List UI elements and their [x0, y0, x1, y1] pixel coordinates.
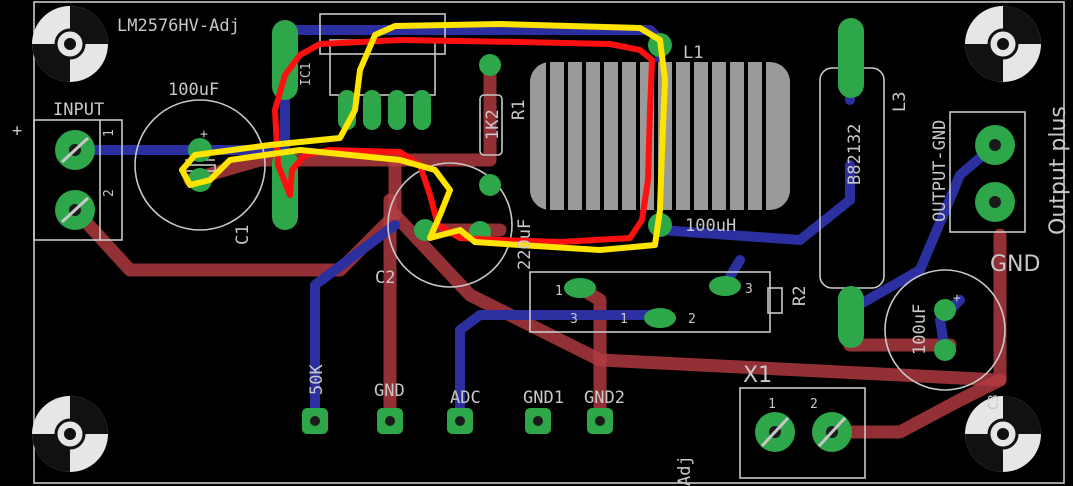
r2-ref-label: R2 [790, 286, 810, 306]
gnd-right-label: GND [990, 252, 1040, 277]
c1-ref-label: C1 [233, 225, 253, 245]
l3-value-label: B82132 [845, 124, 865, 185]
input-pin-2-label: 2 [102, 189, 117, 197]
input-plus-sign: + [12, 121, 22, 141]
mounting-hole-bottom-left [32, 396, 108, 472]
c1-value-label: 100uF [168, 80, 219, 100]
r2-pin-1-label: 1 [555, 284, 563, 299]
output-gnd-label: OUTPUT-GND [930, 120, 950, 222]
mounting-hole-top-left [32, 6, 108, 82]
x1-pin-2-label: 2 [810, 397, 818, 412]
c2-value-label: 220uF [515, 219, 535, 270]
bottom-fragment-label: Adj [675, 455, 695, 486]
r1-value-label: 1K2 [483, 109, 503, 140]
pads [55, 18, 1015, 452]
r2-wiper-1-label: 1 [620, 312, 628, 327]
r2-wiper-3-label: 3 [570, 312, 578, 327]
pin-label-gnd: GND [374, 381, 405, 401]
annotation-red-loop [272, 37, 655, 245]
r2-wiper-2-label: 2 [688, 312, 696, 327]
l3-ref-label: L3 [890, 92, 910, 112]
board-outline [33, 1, 1065, 484]
input-pin-1-label: 1 [102, 129, 117, 137]
c3-value-label: 100uF [910, 304, 930, 355]
pin-label-50k: 50K [307, 364, 327, 395]
silkscreen-labels: LM2576HV-Adj IC1 100uF C1 C2 220uF R1 1K… [12, 16, 1071, 486]
pin-label-adc: ADC [450, 388, 481, 408]
x1-pin-1-label: 1 [768, 397, 776, 412]
c1-plus-sign: + [200, 127, 208, 142]
annotation-yellow-loop [179, 21, 668, 253]
r2-pin-3-label: 3 [745, 282, 753, 297]
mounting-hole-top-right [965, 6, 1041, 82]
mounting-hole-bottom-right [965, 396, 1041, 472]
r1-ref-label: R1 [509, 100, 529, 120]
pin-label-gnd1: GND1 [523, 388, 564, 408]
l1-ref-label: L1 [683, 43, 703, 63]
input-label: INPUT [53, 100, 104, 120]
pin-label-gnd2: GND2 [584, 388, 625, 408]
ic-part-label: LM2576HV-Adj [117, 16, 240, 36]
l1-value-label: 100uH [685, 216, 736, 236]
x1-ref-label: X1 [743, 363, 772, 388]
ic-ref-label: IC1 [299, 63, 314, 86]
c2-ref-label: C2 [375, 268, 395, 288]
output-plus-label: Output plus [1046, 106, 1071, 235]
c3-plus-sign: + [953, 291, 961, 306]
c3-ref-label: C3 [987, 394, 1002, 410]
